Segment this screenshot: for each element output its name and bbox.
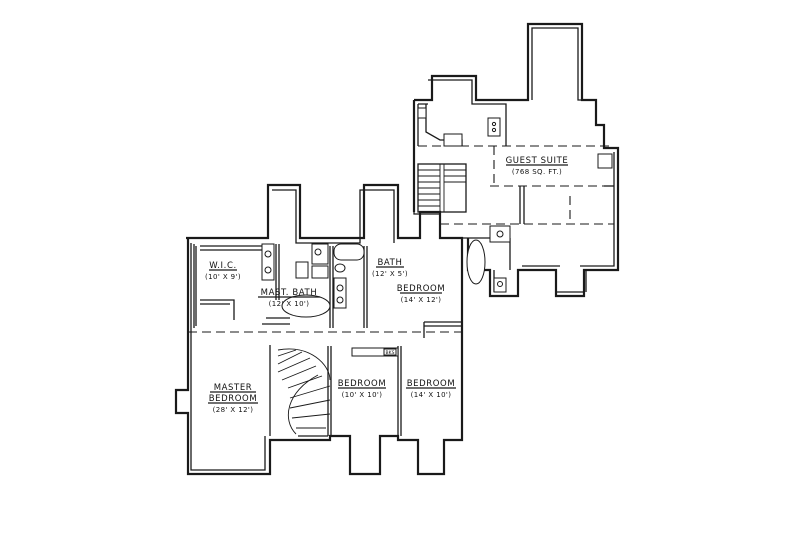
guest-tub <box>466 239 486 285</box>
bathtub <box>281 294 331 318</box>
bath-fixtures <box>200 225 511 325</box>
wic-name: W.I.C. <box>209 261 237 271</box>
bath-size: (12' X 5') <box>372 270 408 278</box>
bookshelf <box>383 348 397 356</box>
guest-suite-area: (768 SQ. FT.) <box>512 168 562 176</box>
bedroom-mid-name: BEDROOM <box>338 379 387 389</box>
fireplace <box>597 153 613 169</box>
closet-shelf <box>351 347 399 357</box>
label-underlines <box>208 164 568 404</box>
master-bedroom-size: (28' X 12') <box>213 406 254 414</box>
bedroom-east-size: (14' X 10') <box>411 391 452 399</box>
bedroom-east-name: BEDROOM <box>407 379 456 389</box>
mast-bath-size: (12' X 10') <box>269 300 310 308</box>
master-bedroom-name-2: BEDROOM <box>209 394 258 404</box>
master-bedroom-name-1: MASTER <box>214 383 253 393</box>
bookshelf-label: BKS <box>386 350 395 356</box>
mast-bath-name: MAST. BATH <box>261 288 318 298</box>
bedroom-mid-size: (10' X 10') <box>342 391 383 399</box>
bedroom-right-name: BEDROOM <box>397 284 446 294</box>
spiral-staircase <box>269 345 331 437</box>
room-labels: GUEST SUITE (768 SQ. FT.) W.I.C. (10' X … <box>205 156 568 414</box>
straight-staircase <box>417 163 467 213</box>
bath-name: BATH <box>378 258 403 268</box>
guest-suite-name: GUEST SUITE <box>506 156 569 166</box>
interior-walls <box>193 146 614 436</box>
bedroom-right-size: (14' X 12') <box>401 296 442 304</box>
wic-size: (10' X 9') <box>205 273 241 281</box>
kitchenette <box>417 103 613 169</box>
